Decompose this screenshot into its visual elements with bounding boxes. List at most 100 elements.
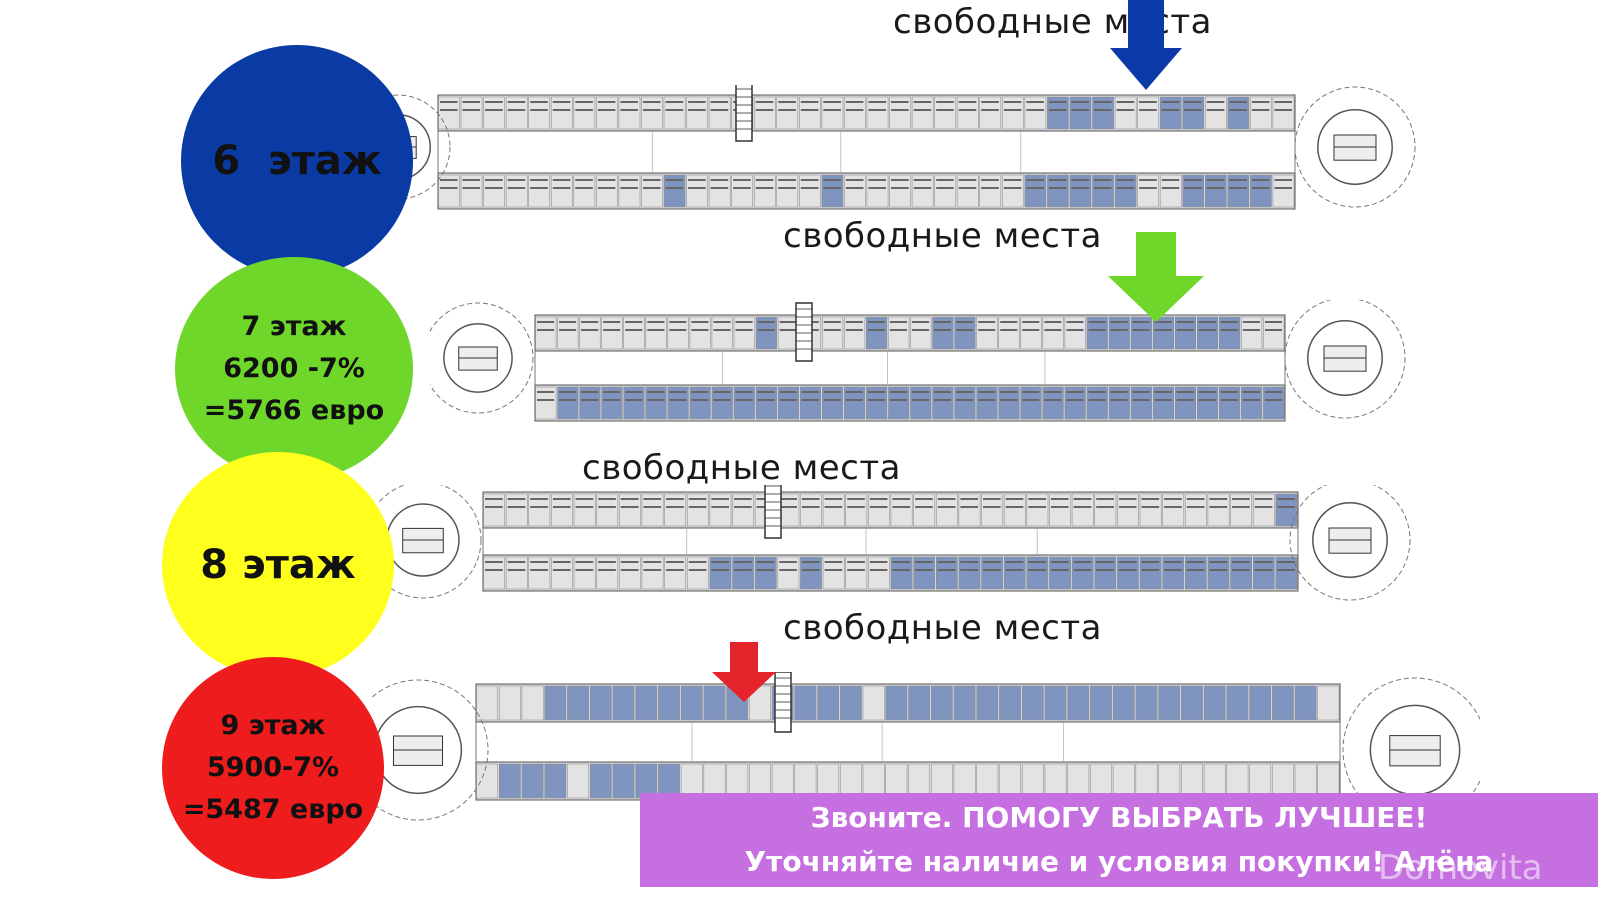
parking-stall bbox=[981, 493, 1003, 527]
parking-stall bbox=[619, 493, 641, 527]
stall-number bbox=[1071, 109, 1090, 111]
stall-number bbox=[1026, 179, 1044, 181]
parking-stall bbox=[755, 316, 777, 350]
stall-number bbox=[1184, 101, 1202, 103]
stall-number bbox=[867, 329, 885, 331]
parking-stall bbox=[686, 174, 708, 208]
stall-number bbox=[575, 498, 594, 500]
stall-number bbox=[485, 569, 503, 571]
stall-number bbox=[1206, 109, 1225, 111]
stall-number bbox=[1186, 498, 1205, 500]
stall-number bbox=[625, 329, 643, 331]
parking-stall bbox=[911, 174, 934, 208]
parking-stall bbox=[799, 96, 821, 130]
parking-stall bbox=[1162, 493, 1185, 527]
stall-number bbox=[778, 101, 796, 103]
parking-stall bbox=[1263, 386, 1285, 420]
stall-number bbox=[960, 561, 979, 563]
parking-stall bbox=[1230, 556, 1252, 590]
stall-number bbox=[915, 498, 933, 500]
stall-number bbox=[1094, 101, 1112, 103]
stall-number bbox=[688, 561, 707, 563]
stall-number bbox=[847, 506, 865, 508]
stall-number bbox=[507, 109, 526, 111]
stall-number bbox=[1066, 329, 1084, 331]
stall-number bbox=[1000, 391, 1018, 393]
stall-number bbox=[1277, 569, 1295, 571]
parking-stall bbox=[1112, 685, 1135, 721]
parking-stall bbox=[1094, 556, 1117, 590]
parking-stall bbox=[498, 685, 521, 721]
parking-stall bbox=[1185, 556, 1207, 590]
stall-number bbox=[620, 561, 639, 563]
stall-number bbox=[912, 321, 930, 323]
stall-number bbox=[823, 101, 841, 103]
parking-stall bbox=[1207, 493, 1230, 527]
stall-number bbox=[779, 329, 797, 331]
parking-stall bbox=[528, 493, 551, 527]
stall-number bbox=[1096, 569, 1114, 571]
parking-stall bbox=[776, 96, 799, 130]
stall-number bbox=[666, 506, 684, 508]
stall-number bbox=[581, 321, 599, 323]
parking-stall bbox=[573, 556, 596, 590]
parking-stall bbox=[505, 556, 528, 590]
stall-number bbox=[1118, 498, 1137, 500]
stall-number bbox=[1161, 187, 1180, 189]
stall-number bbox=[1048, 179, 1067, 181]
parking-stall bbox=[822, 556, 845, 590]
stall-number bbox=[912, 391, 930, 393]
stall-number bbox=[462, 179, 481, 181]
stall-number bbox=[1048, 101, 1067, 103]
parking-stall bbox=[589, 763, 612, 799]
parking-stall bbox=[1174, 386, 1197, 420]
stall-number bbox=[597, 101, 616, 103]
stall-number bbox=[892, 506, 911, 508]
stall-number bbox=[1003, 187, 1022, 189]
parking-stall bbox=[1108, 386, 1130, 420]
stall-number bbox=[757, 391, 775, 393]
stall-number bbox=[1186, 569, 1205, 571]
parking-stall bbox=[641, 556, 664, 590]
stall-number bbox=[735, 391, 753, 393]
parking-stall bbox=[976, 685, 999, 721]
stall-number bbox=[1000, 329, 1018, 331]
stall-number bbox=[603, 391, 621, 393]
parking-stall bbox=[731, 174, 753, 208]
arrow-head bbox=[1108, 276, 1204, 322]
parking-stall bbox=[1139, 556, 1162, 590]
stall-number bbox=[507, 561, 526, 563]
parking-stall bbox=[822, 493, 845, 527]
parking-stall bbox=[1241, 386, 1263, 420]
parking-stall bbox=[1090, 685, 1112, 721]
parking-stall bbox=[934, 174, 956, 208]
stall-number bbox=[847, 498, 865, 500]
stall-number bbox=[934, 391, 952, 393]
stall-number bbox=[1110, 399, 1128, 401]
stall-number bbox=[779, 498, 797, 500]
parking-stall bbox=[890, 556, 913, 590]
stall-number bbox=[892, 569, 911, 571]
stall-number bbox=[1274, 179, 1292, 181]
parking-stall bbox=[1197, 316, 1219, 350]
stall-number bbox=[1254, 561, 1273, 563]
parking-stall bbox=[1049, 556, 1071, 590]
stall-number bbox=[956, 399, 974, 401]
arrow-shaft bbox=[730, 642, 758, 672]
parking-stall bbox=[1130, 316, 1152, 350]
stall-number bbox=[978, 329, 996, 331]
stall-number bbox=[552, 498, 571, 500]
stall-number bbox=[713, 391, 731, 393]
stall-number bbox=[507, 498, 526, 500]
parking-stall bbox=[567, 685, 589, 721]
parking-stall bbox=[799, 386, 822, 420]
stall-number bbox=[1154, 329, 1172, 331]
parking-stall bbox=[1047, 174, 1069, 208]
floor-plan-8 bbox=[378, 485, 1411, 601]
stall-number bbox=[1026, 109, 1044, 111]
parking-stall bbox=[999, 685, 1021, 721]
stall-number bbox=[755, 101, 774, 103]
stall-number bbox=[960, 506, 979, 508]
parking-stall bbox=[579, 316, 601, 350]
stall-number bbox=[1251, 109, 1270, 111]
